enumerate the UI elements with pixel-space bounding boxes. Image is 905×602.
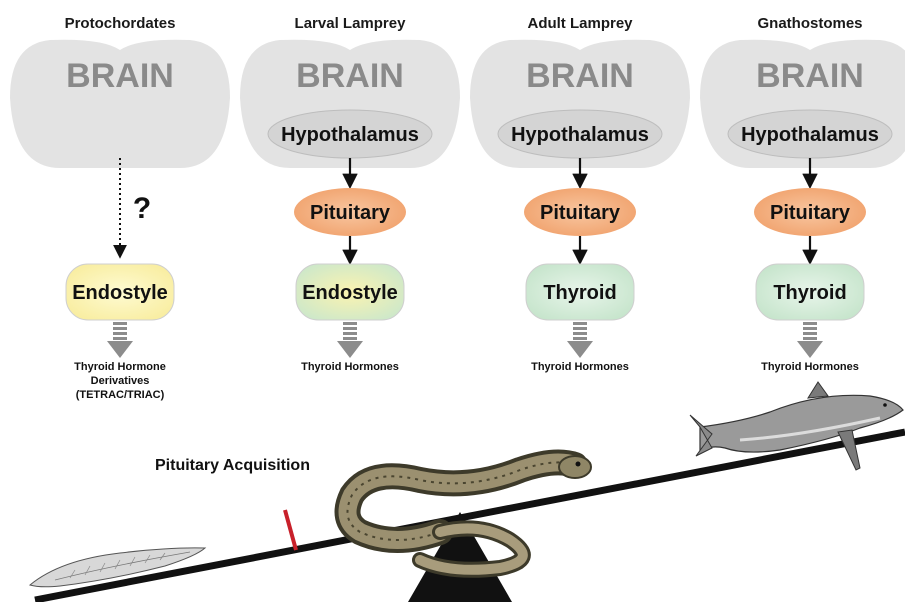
seesaw: Pituitary Acquisition: [30, 382, 905, 602]
brain-label: BRAIN: [66, 57, 174, 95]
gland-label: Endostyle: [72, 282, 168, 304]
unknown-regulation-mark: ?: [133, 192, 151, 225]
hormone-output-label: Derivatives: [91, 375, 150, 387]
column-title: Larval Lamprey: [295, 15, 407, 32]
gland-label: Thyroid: [543, 282, 616, 304]
hypothalamus-label: Hypothalamus: [741, 124, 879, 146]
column-title: Protochordates: [65, 15, 176, 32]
hormone-output-arrow: [107, 322, 133, 358]
hormone-output-arrow: [337, 322, 363, 358]
hormone-output-label: (TETRAC/TRIAC): [76, 389, 165, 401]
brain-label: BRAIN: [756, 57, 864, 95]
hypothalamus-label: Hypothalamus: [281, 124, 419, 146]
hypothalamus-label: Hypothalamus: [511, 124, 649, 146]
shark-illustration: [690, 382, 903, 470]
pituitary-label: Pituitary: [540, 202, 621, 224]
hormone-output-arrow: [567, 322, 593, 358]
hormone-output-label: Thyroid Hormone: [74, 361, 166, 373]
column-title: Adult Lamprey: [527, 15, 633, 32]
hormone-output-label: Thyroid Hormones: [531, 361, 629, 373]
pituitary-label: Pituitary: [770, 202, 851, 224]
gland-label: Endostyle: [302, 282, 398, 304]
pituitary-acquisition-label: Pituitary Acquisition: [155, 457, 310, 474]
column-title: Gnathostomes: [757, 15, 862, 32]
hormone-output-arrow: [797, 322, 823, 358]
pituitary-acquisition-marker: [285, 510, 296, 550]
brain-label: BRAIN: [296, 57, 404, 95]
hormone-output-label: Thyroid Hormones: [301, 361, 399, 373]
pituitary-label: Pituitary: [310, 202, 391, 224]
brain-label: BRAIN: [526, 57, 634, 95]
gland-label: Thyroid: [773, 282, 846, 304]
hormone-output-label: Thyroid Hormones: [761, 361, 859, 373]
